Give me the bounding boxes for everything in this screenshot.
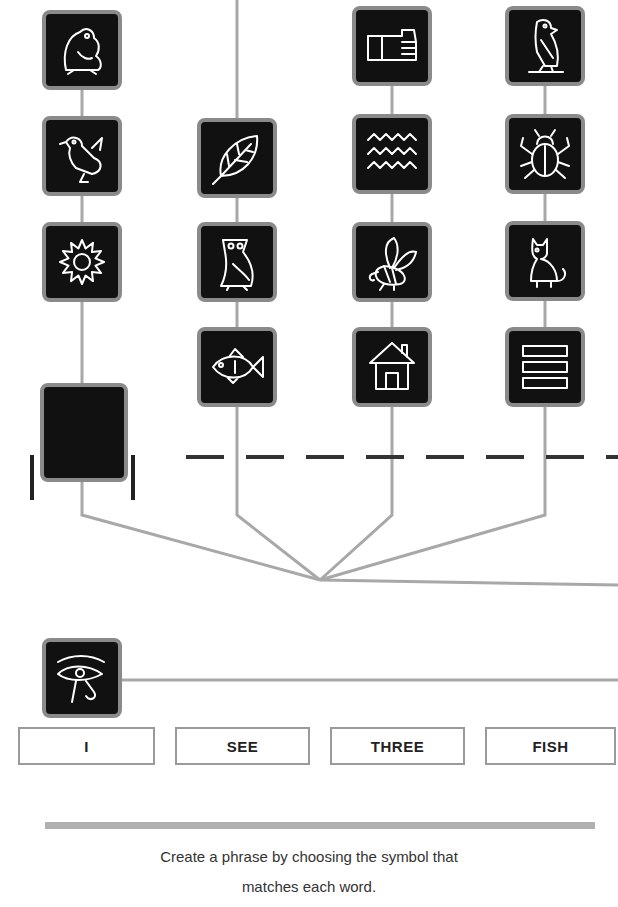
three-bars-symbol [507, 329, 583, 405]
merge-wire [82, 480, 320, 580]
frog-symbol [44, 12, 120, 88]
scarab-symbol [507, 116, 583, 192]
dashed-divider [186, 455, 618, 459]
cat-symbol [507, 223, 583, 299]
eye-symbol [44, 640, 120, 716]
divider-bar [45, 822, 595, 829]
word-box: THREE [330, 727, 465, 765]
house-symbol [354, 329, 430, 405]
sun-symbol [44, 224, 120, 300]
hand-symbol [354, 8, 430, 84]
falcon-symbol [507, 8, 583, 84]
water-symbol [354, 116, 430, 192]
merge-wire [320, 405, 545, 580]
bee-symbol [354, 224, 430, 300]
merge-wire [237, 405, 320, 580]
output-wire [320, 580, 618, 585]
word-label: SEE [227, 738, 259, 755]
owl-symbol [199, 224, 275, 300]
leaf-symbol [199, 120, 275, 196]
eye-wire [120, 679, 618, 682]
word-box: FISH [485, 727, 616, 765]
selection-bracket [30, 455, 34, 500]
connector-wires [82, 0, 618, 680]
caption-text: Create a phrase by choosing the symbol t… [144, 842, 474, 902]
word-label: I [84, 738, 89, 755]
answer-slot [42, 385, 126, 480]
word-label: FISH [532, 738, 568, 755]
fish-symbol [199, 329, 275, 405]
word-label: THREE [371, 738, 424, 755]
word-box: SEE [175, 727, 310, 765]
bird-symbol [44, 118, 120, 194]
word-box: I [18, 727, 155, 765]
selection-bracket [131, 455, 135, 500]
merge-wire [320, 405, 392, 580]
